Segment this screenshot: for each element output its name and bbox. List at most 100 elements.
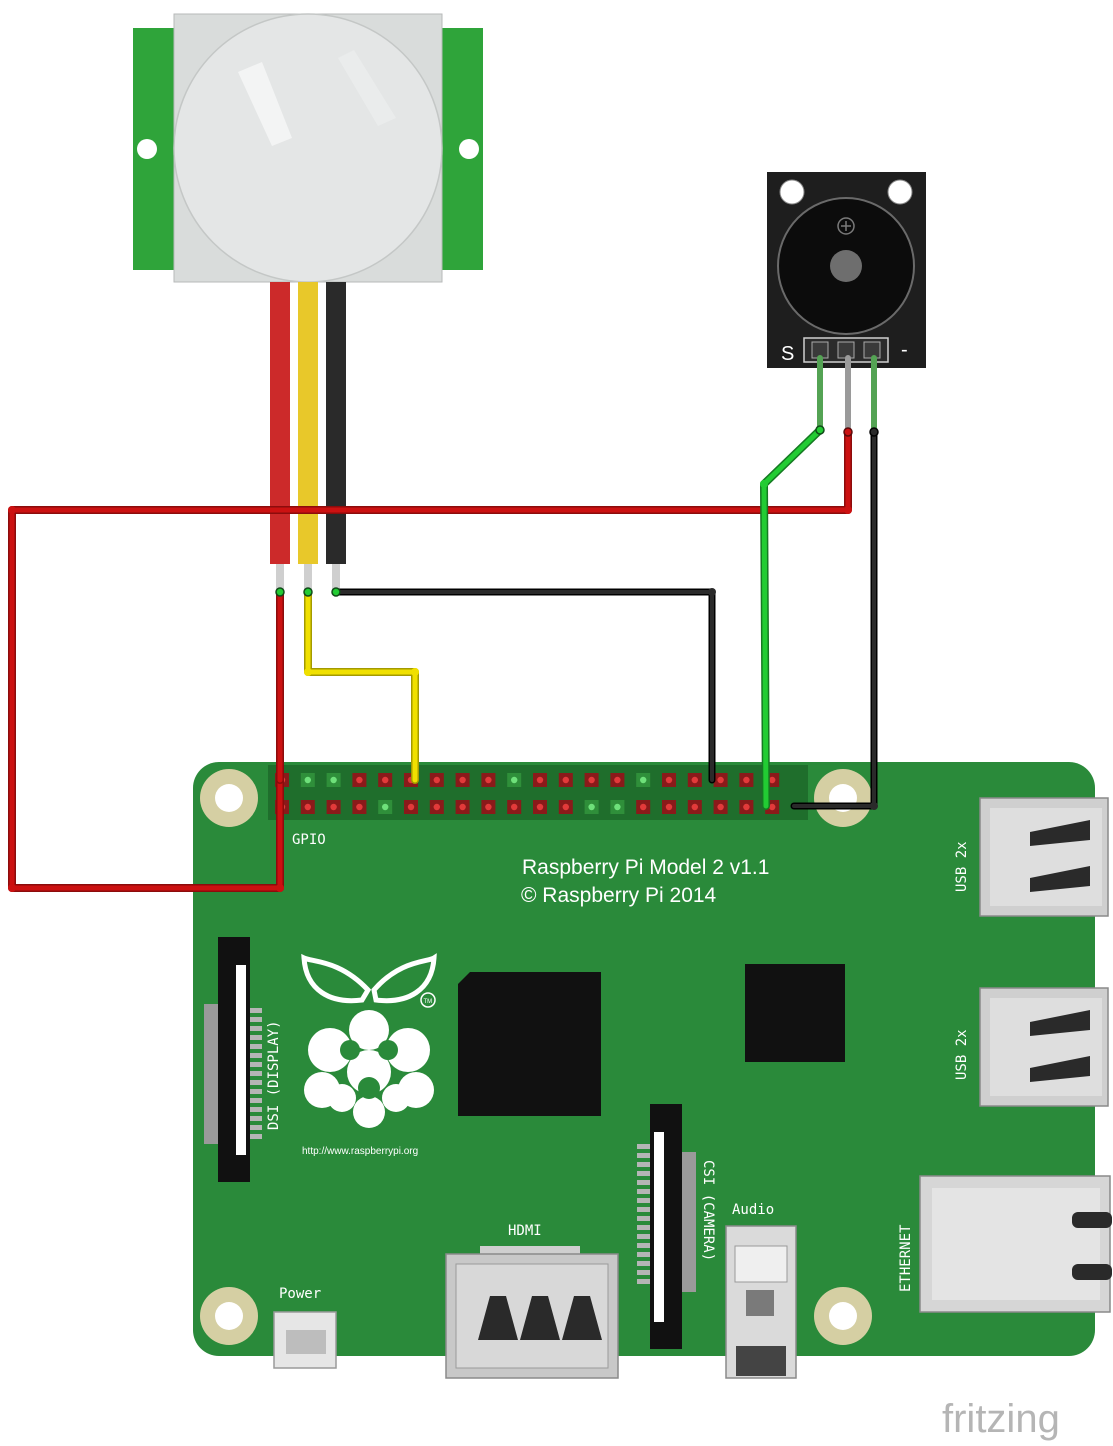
connector-tooth — [637, 1198, 650, 1203]
gpio-pin-dot — [330, 803, 337, 811]
gpio-pin-dot — [769, 803, 776, 811]
buzzer-plus-mark — [837, 217, 855, 235]
buzzer-center — [830, 250, 862, 282]
pir-mount-hole-right — [459, 139, 479, 159]
audio-label: Audio — [732, 1202, 774, 1218]
ethernet-port: ETHERNET — [898, 1175, 1112, 1313]
fritzing-watermark: fritzing — [942, 1397, 1060, 1441]
usb-port-top: USB 2x — [954, 797, 1109, 917]
connector-tooth — [250, 1089, 262, 1094]
gpio-pin-dot — [536, 776, 544, 784]
soc-chip — [458, 972, 601, 1116]
usb-bottom-label: USB 2x — [954, 1029, 970, 1080]
connector-tooth — [637, 1252, 650, 1257]
connector-tooth — [250, 1134, 262, 1139]
connector-tooth — [250, 1098, 262, 1103]
gpio-pin-dot — [769, 776, 776, 784]
connector-tooth — [637, 1189, 650, 1194]
connector-tooth — [637, 1261, 650, 1266]
hdmi-port: HDMI — [445, 1223, 619, 1379]
gpio-pin-dot — [717, 803, 724, 811]
pir-dome-highlight — [238, 62, 292, 146]
connector-tooth — [637, 1216, 650, 1221]
wire-yellow-pir-out — [305, 589, 418, 783]
pir-pin-2 — [304, 564, 312, 592]
buzzer-pin-minus-label: - — [901, 339, 908, 361]
connector-tooth — [250, 1017, 262, 1022]
pir-mount-hole-left — [137, 139, 157, 159]
connector-tooth — [637, 1162, 650, 1167]
dsi-connector: DSI (DISPLAY) — [204, 937, 282, 1182]
gpio-pin-dot — [511, 776, 518, 784]
connector-tooth — [250, 1125, 262, 1130]
csi-label: CSI (CAMERA) — [700, 1160, 716, 1261]
hdmi-pin-shape — [478, 1296, 518, 1340]
pir-dome-highlight-2 — [338, 50, 396, 126]
raspberry-logo — [301, 953, 437, 1128]
gpio-pin-dot — [614, 776, 621, 784]
connector-tooth — [637, 1279, 650, 1284]
hdmi-label: HDMI — [508, 1223, 542, 1239]
raspberry-pi-board: GPIO Raspberry Pi Model 2 v1.1 © Raspber… — [193, 762, 1112, 1379]
connector-tooth — [637, 1225, 650, 1230]
connector-tooth — [637, 1234, 650, 1239]
board-title: Raspberry Pi Model 2 v1.1 — [522, 856, 769, 879]
usb-port-bottom: USB 2x — [954, 987, 1109, 1107]
power-port: Power — [273, 1286, 337, 1369]
gpio-label: GPIO — [292, 832, 326, 848]
connector-tooth — [637, 1270, 650, 1275]
gpio-pin-dot — [562, 803, 569, 811]
gpio-pin-dot — [717, 776, 724, 784]
gpio-pin-dot — [382, 776, 389, 784]
gpio-pin-dot — [382, 803, 389, 811]
gpio-pin-dot — [459, 776, 466, 784]
pir-pin-1 — [276, 564, 284, 592]
pir-fresnel-dome — [173, 13, 443, 283]
gpio-pin-dot — [407, 803, 415, 811]
gpio-pin-dot — [511, 803, 518, 811]
gpio-pin-dot — [485, 803, 492, 811]
gpio-pin-dot — [665, 776, 673, 784]
pir-gnd-lead — [326, 282, 346, 564]
gpio-pin-dot — [640, 776, 647, 784]
pir-out-lead — [298, 282, 318, 564]
connector-tooth — [250, 1053, 262, 1058]
gpio-pin-dot — [665, 803, 673, 811]
connector-tooth — [250, 1062, 262, 1067]
lan-chip — [745, 964, 845, 1062]
connector-tooth — [250, 1044, 262, 1049]
ethernet-label: ETHERNET — [898, 1224, 914, 1292]
trademark-label: TM — [424, 999, 433, 1005]
connector-tooth — [250, 1026, 262, 1031]
gpio-pin-dot — [691, 803, 698, 811]
pi-mount-holes — [200, 769, 872, 1345]
gpio-pin-dot — [588, 803, 595, 811]
wire-black-pir-gnd — [332, 588, 716, 784]
wire-black-buzzer-gnd — [790, 428, 878, 810]
gpio-pin-dot — [433, 803, 440, 811]
power-label: Power — [279, 1286, 321, 1302]
gpio-pin-dot — [588, 776, 595, 784]
connector-tooth — [250, 1071, 262, 1076]
connector-tooth — [637, 1153, 650, 1158]
gpio-pin-dot — [562, 776, 569, 784]
pi-pcb — [193, 762, 1095, 1356]
buzzer-mount-hole-right — [887, 179, 913, 205]
wires — [8, 355, 879, 892]
gpio-pin-dot — [614, 803, 621, 811]
csi-connector: CSI (CAMERA) — [637, 1104, 716, 1349]
connector-tooth — [637, 1207, 650, 1212]
gpio-pin-dot — [356, 803, 363, 811]
gpio-pin-dot — [356, 776, 363, 784]
buzzer-module: S - — [767, 172, 926, 368]
buzzer-mount-hole-left — [779, 179, 805, 205]
connector-tooth — [637, 1180, 650, 1185]
wire-red-5v — [9, 429, 851, 891]
gpio-pin-dot — [743, 776, 750, 784]
pir-pin-3 — [332, 564, 340, 592]
gpio-pin-dot — [743, 803, 750, 811]
gpio-pin-dot — [640, 803, 647, 811]
pir-vcc-lead — [270, 282, 290, 564]
usb-top-label: USB 2x — [954, 841, 970, 892]
